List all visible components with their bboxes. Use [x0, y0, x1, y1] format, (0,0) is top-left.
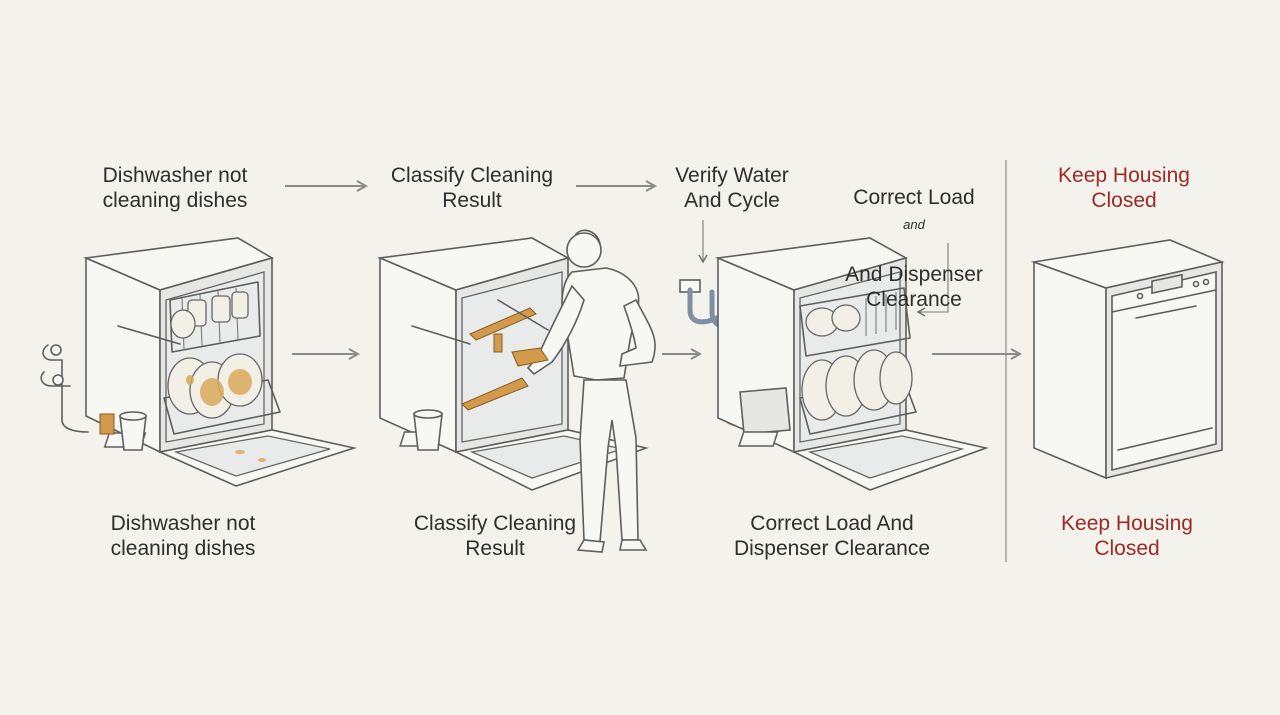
- open-dishwasher-dirty-dishes-icon: [40, 237, 358, 487]
- open-dishwasher-water-supply-icon: [679, 237, 989, 491]
- label-top-correct-load-line1: Correct Load: [853, 186, 975, 209]
- label-top-classify: Classify Cleaning Result: [390, 164, 554, 212]
- closed-dishwasher-icon: [1030, 239, 1225, 480]
- open-dishwasher-person-inspecting-icon: [376, 229, 656, 553]
- callout-correct-load: [916, 243, 949, 317]
- label-top-correct-load-rest: And Dispenser Clearance: [845, 263, 983, 311]
- label-bottom-keep-closed: Keep Housing Closed: [1061, 512, 1193, 560]
- label-top-not-cleaning: Dishwasher not cleaning dishes: [102, 164, 248, 212]
- label-top-correct-load: Correct Load and And Dispenser Clearance: [820, 160, 1008, 312]
- label-bottom-not-cleaning: Dishwasher not cleaning dishes: [110, 512, 256, 560]
- label-top-verify-water: Verify Water And Cycle: [675, 164, 789, 212]
- label-bottom-correct-load: Correct Load And Dispenser Clearance: [733, 512, 931, 560]
- label-bottom-classify: Classify Cleaning Result: [413, 512, 577, 560]
- label-top-correct-load-aside: and: [903, 217, 925, 232]
- label-top-keep-closed: Keep Housing Closed: [1058, 164, 1190, 212]
